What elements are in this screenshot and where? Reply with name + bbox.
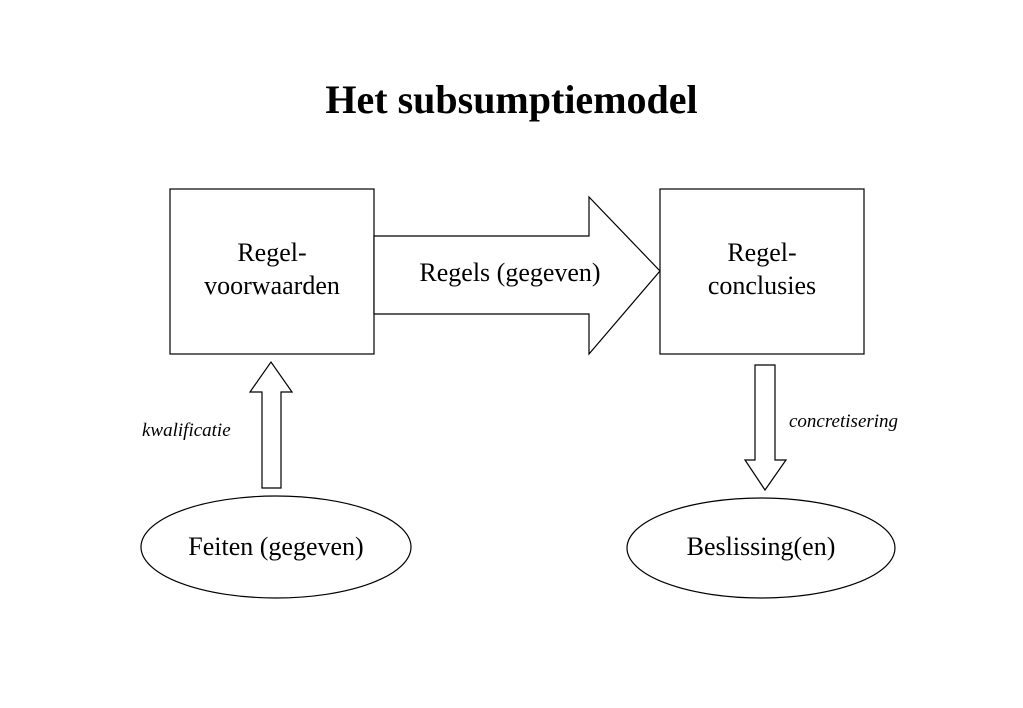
conditions-label: Regel- voorwaarden [170, 236, 374, 302]
conclusions-label-line2: conclusies [707, 271, 817, 300]
conclusions-label: Regel- conclusies [660, 236, 864, 302]
conditions-label-line2: voorwaarden [204, 271, 340, 300]
concretization-label: concretisering [789, 411, 899, 432]
facts-ellipse [140, 495, 412, 599]
conditions-box [169, 188, 375, 355]
rules-arrow [373, 195, 661, 356]
qualification-arrow [248, 360, 294, 489]
decisions-ellipse [626, 497, 896, 599]
conclusions-box [659, 188, 865, 355]
decisions-label: Beslissing(en) [686, 532, 836, 561]
conclusions-label-line1: Regel- [727, 238, 797, 267]
conditions-label-line1: Regel- [237, 238, 307, 267]
page-title: Het subsumptiemodel [325, 77, 698, 122]
concretization-arrow [743, 364, 788, 492]
qualification-label: kwalificatie [142, 420, 231, 441]
rules-label: Regels (gegeven) [419, 258, 601, 287]
facts-label: Feiten (gegeven) [188, 532, 364, 561]
